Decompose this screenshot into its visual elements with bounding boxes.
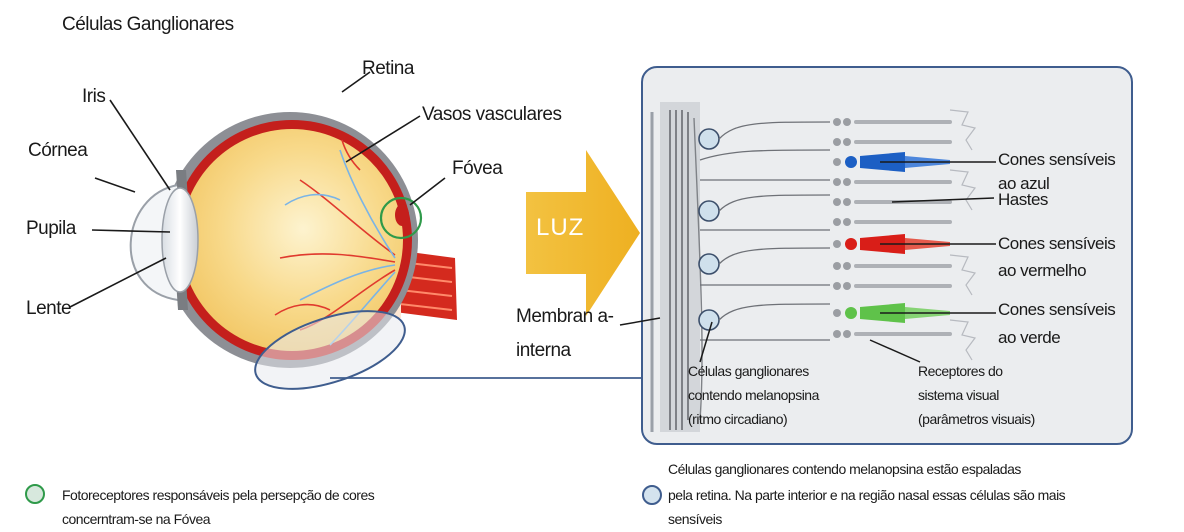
caption-receptor-2: sistema visual	[918, 384, 999, 406]
label-pupila: Pupila	[26, 218, 76, 240]
caption-ganglion-1: Células ganglionares	[688, 360, 809, 382]
label-vasos: Vasos vasculares	[422, 104, 562, 126]
legend-right-line-2: pela retina. Na parte interior e na regi…	[668, 484, 1065, 506]
label-cones-verde-1: Cones sensíveis	[998, 300, 1115, 320]
legend-left-line-1: Fotoreceptores responsáveis pela persepç…	[62, 484, 374, 506]
legend-right-line-3: sensíveis	[668, 508, 722, 530]
label-cones-vermelho-2: ao vermelho	[998, 261, 1086, 281]
label-cones-vermelho-1: Cones sensíveis	[998, 234, 1115, 254]
caption-ganglion-2: contendo melanopsina	[688, 384, 819, 406]
caption-ganglion-3: (ritmo circadiano)	[688, 408, 787, 430]
label-lente: Lente	[26, 298, 71, 320]
legend-right-line-1: Células ganglionares contendo melanopsin…	[668, 458, 1021, 480]
arrow-label-luz: LUZ	[536, 214, 584, 242]
label-iris: Iris	[82, 86, 105, 108]
label-cones-azul-1: Cones sensíveis	[998, 150, 1115, 170]
caption-receptor-1: Receptores do	[918, 360, 1003, 382]
label-cornea: Córnea	[28, 140, 87, 162]
legend-ganglion-icon	[643, 486, 661, 504]
photoreceptor-rows	[833, 110, 975, 360]
label-hastes: Hastes	[998, 190, 1048, 210]
label-membrana-1: Membran a-	[516, 306, 613, 328]
caption-receptor-3: (parâmetros visuais)	[918, 408, 1035, 430]
label-cones-verde-2: ao verde	[998, 328, 1060, 348]
label-fovea: Fóvea	[452, 158, 502, 180]
legend-fovea-icon	[26, 485, 44, 503]
retina-cell-diagram	[620, 102, 996, 432]
figure-title: Células Ganglionares	[62, 14, 234, 36]
label-membrana-2: interna	[516, 340, 571, 362]
label-retina: Retina	[362, 58, 414, 80]
legend-left-line-2: concerntram-se na Fóvea	[62, 508, 210, 530]
